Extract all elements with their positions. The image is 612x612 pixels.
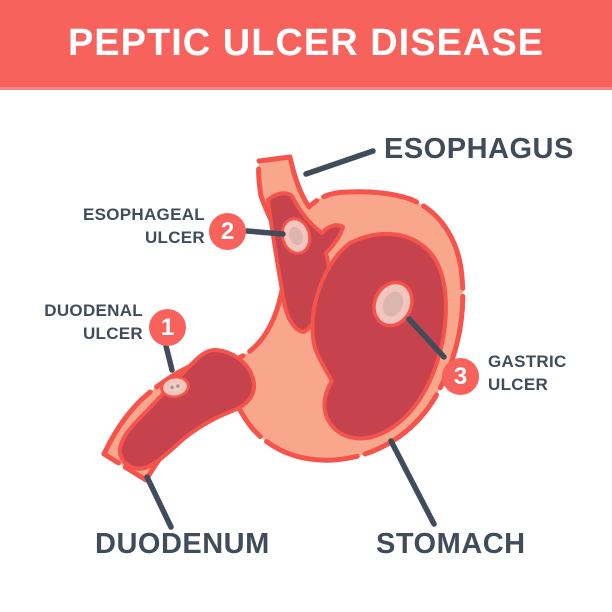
gastric-ulcer-spot [372,280,414,328]
badge-3-gastric-ulcer: 3 [442,358,479,395]
stomach-leader-line [388,438,437,527]
esophageal-ulcer-label-line1: ESOPHAGEAL [82,205,205,224]
esophageal-ulcer-label: ESOPHAGEAL ULCER [83,203,205,249]
esophageal-ulcer-label-line2: ULCER [144,228,205,247]
gastric-ulcer-label-line2: ULCER [488,375,549,394]
gastric-ulcer-label: GASTRIC ULCER [488,350,567,396]
stomach-interior-shape [310,231,448,441]
stomach-label: STOMACH [376,528,526,560]
duodenum-label: DUODENUM [95,528,270,560]
duodenal-ulcer-leader-line [163,343,175,373]
duodenal-ulcer-label-line2: ULCER [82,324,143,343]
esophageal-ulcer-spot [280,217,312,255]
badge-2-esophageal-ulcer: 2 [209,213,246,250]
esophageal-ulcer-leader-line [244,228,286,237]
esophagus-leader-line [303,148,376,177]
duodenal-ulcer-spot [160,375,190,399]
duodenum-leader-line [144,474,174,530]
duodenal-ulcer-label-line1: DUODENAL [44,301,143,320]
duodenal-ulcer-label: DUODENAL ULCER [44,299,143,345]
title-banner: PEPTIC ULCER DISEASE [0,0,612,90]
page-title: PEPTIC ULCER DISEASE [67,22,545,64]
gastric-ulcer-label-line1: GASTRIC [488,352,567,371]
gastric-ulcer-leader-line [406,316,447,360]
esophagus-label: ESOPHAGUS [384,133,574,165]
badge-1-duodenal-ulcer: 1 [149,309,186,346]
